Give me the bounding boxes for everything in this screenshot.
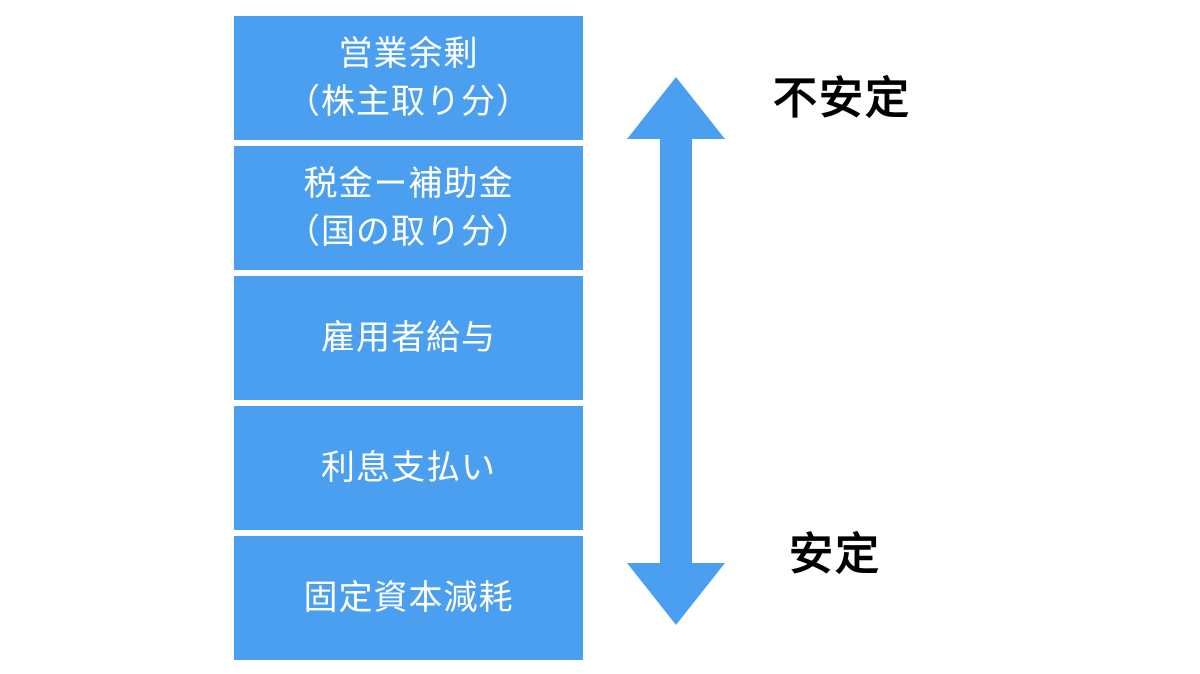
box-fixed-capital-depreciation-line-1: 固定資本減耗: [303, 579, 514, 617]
box-fixed-capital-depreciation: 固定資本減耗: [234, 536, 583, 660]
box-taxes-minus-subsidies-line-2: （国の取り分）: [286, 213, 531, 251]
box-taxes-minus-subsidies-line-1: 税金ー補助金: [303, 165, 514, 203]
box-interest-payments-line-1: 利息支払い: [321, 449, 496, 487]
box-operating-surplus: 営業余剰 （株主取り分）: [234, 16, 583, 140]
label-unstable: 不安定: [773, 74, 911, 123]
box-employee-compensation-line-1: 雇用者給与: [321, 319, 496, 357]
box-taxes-minus-subsidies: 税金ー補助金 （国の取り分）: [234, 146, 583, 270]
box-employee-compensation: 雇用者給与: [234, 276, 583, 400]
label-stable: 安定: [789, 530, 881, 579]
box-interest-payments: 利息支払い: [234, 406, 583, 530]
box-operating-surplus-line-1: 営業余剰: [338, 35, 479, 73]
double-headed-arrow-icon: [627, 77, 725, 625]
box-operating-surplus-line-2: （株主取り分）: [286, 83, 531, 121]
income-distribution-stack: 営業余剰 （株主取り分） 税金ー補助金 （国の取り分） 雇用者給与 利息支払い …: [234, 16, 583, 660]
